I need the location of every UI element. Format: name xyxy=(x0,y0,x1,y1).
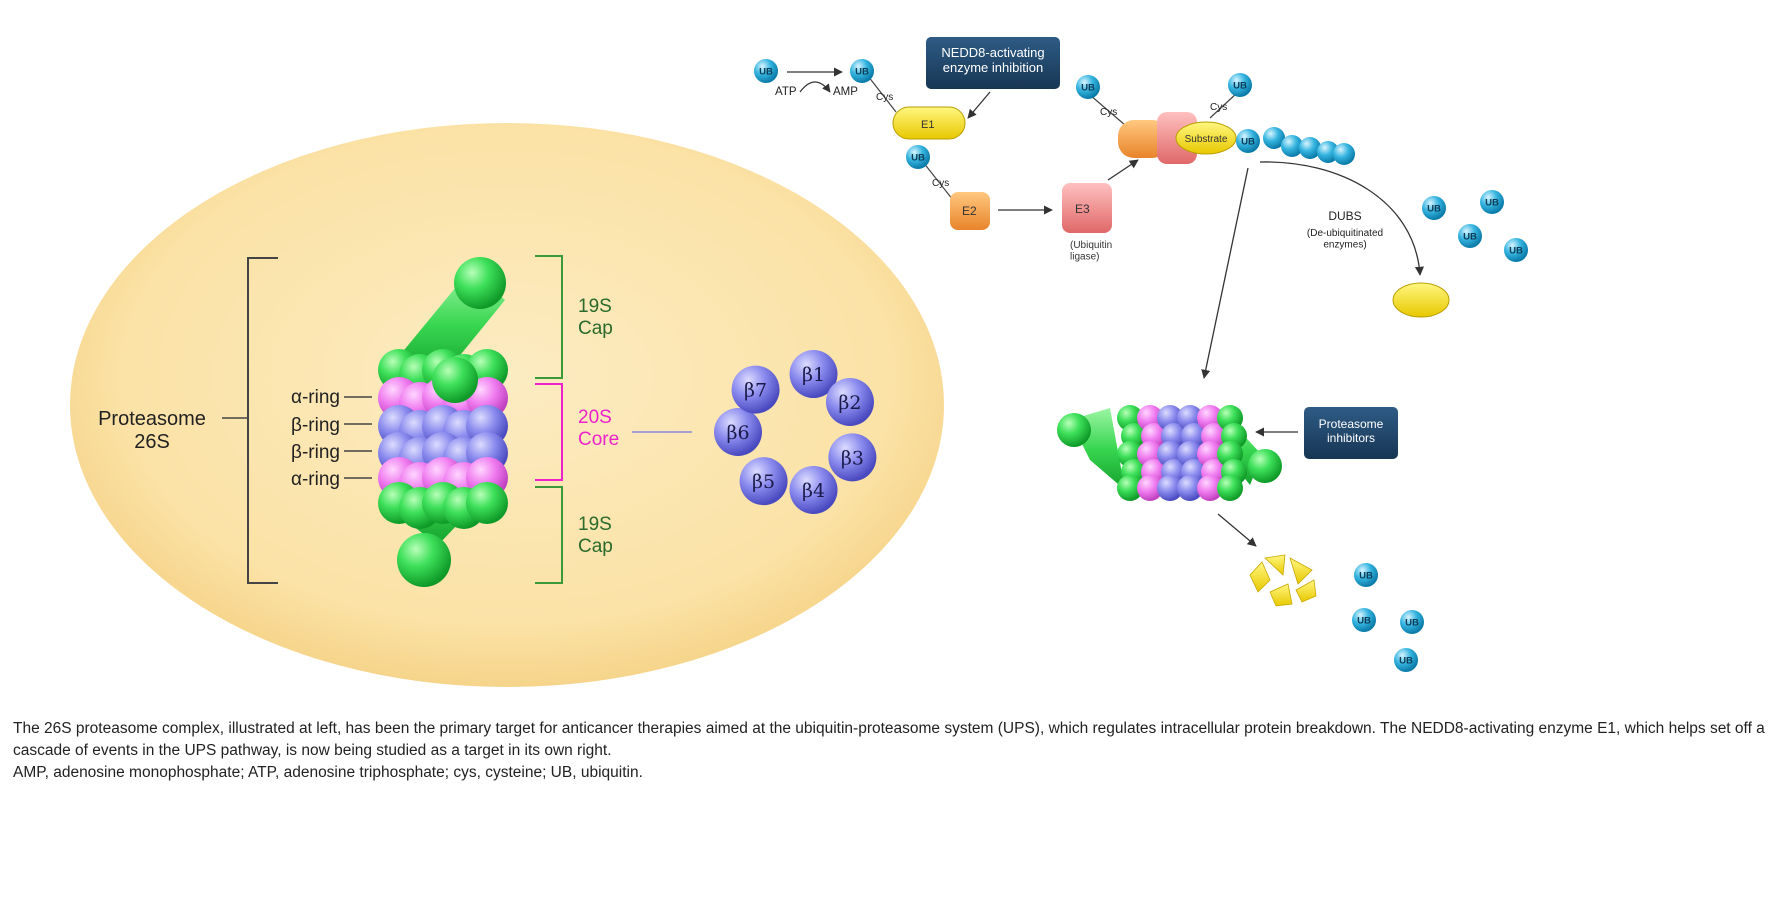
proteasome-horizontal xyxy=(1057,405,1282,501)
ubiquitin-icon: UB xyxy=(1352,608,1376,632)
ubiquitin-icon: UB xyxy=(1394,648,1418,672)
proteasome-subunit xyxy=(1137,475,1163,501)
proteasome-subunit xyxy=(1177,475,1203,501)
svg-text:UB: UB xyxy=(1399,656,1413,667)
beta-subunit-4 xyxy=(789,465,838,514)
beta-subunit-5 xyxy=(739,457,788,506)
released-substrate xyxy=(1392,282,1450,318)
svg-text:UB: UB xyxy=(911,153,925,164)
proteasome-subunit xyxy=(1157,475,1183,501)
ubiquitin-icon: UB xyxy=(850,59,874,83)
ring-labels: α-ring β-ring β-ring α-ring xyxy=(291,387,340,490)
caption-paragraph-1: The 26S proteasome complex, illustrated … xyxy=(13,720,1765,759)
ring-label-beta-2: β-ring xyxy=(291,442,340,463)
beta-subunit-label: β6 xyxy=(726,422,749,444)
svg-text:UB: UB xyxy=(1427,204,1441,215)
alpha-subunit xyxy=(466,482,508,524)
ring-label-beta-1: β-ring xyxy=(291,415,340,436)
proteasome-subunit xyxy=(1217,475,1243,501)
svg-text:UB: UB xyxy=(1081,83,1095,94)
caption-paragraph-2: AMP, adenosine monophosphate; ATP, adeno… xyxy=(13,764,643,781)
svg-text:UB: UB xyxy=(855,67,869,78)
degraded-fragments xyxy=(1249,554,1317,607)
beta-subunit-6 xyxy=(714,408,762,456)
cys-label-e2: Cys xyxy=(932,178,949,189)
svg-text:E1: E1 xyxy=(921,119,934,131)
ubiquitin-icon: UB xyxy=(1228,73,1252,97)
cell-background xyxy=(70,123,944,687)
svg-text:UB: UB xyxy=(759,67,773,78)
cys-label-e1: Cys xyxy=(876,92,893,103)
beta-subunit-1 xyxy=(789,350,838,399)
substrate-complex: Substrate xyxy=(1118,112,1237,164)
beta-subunit-label: β2 xyxy=(838,392,861,414)
core-bracket xyxy=(535,383,563,481)
ubiquitin-icon: UB xyxy=(1504,238,1528,262)
svg-text:UB: UB xyxy=(1359,571,1373,582)
beta-subunit-label: β1 xyxy=(802,364,825,386)
beta-subunit-label: β4 xyxy=(802,480,825,502)
svg-text:UB: UB xyxy=(1509,246,1523,257)
beta-subunit-2 xyxy=(825,378,874,426)
ubiquitin-icon: UB xyxy=(1400,610,1424,634)
proteasome-bracket xyxy=(247,257,278,584)
top-cap-bracket xyxy=(535,255,563,379)
beta-subunit-label: β7 xyxy=(744,380,767,402)
cys-label-e3: Cys xyxy=(1100,107,1117,118)
ubiquitin-chain-bead xyxy=(1333,143,1355,165)
ubiquitin-icon: UB xyxy=(906,145,930,169)
beta-ring-diagram: β1 β2 β3 β4 β5 β6 β7 xyxy=(714,350,877,514)
ring-label-alpha-bottom: α-ring xyxy=(291,469,340,490)
alpha-subunit xyxy=(432,357,478,403)
beta-subunit-label: β5 xyxy=(752,471,775,493)
svg-text:E3: E3 xyxy=(1075,202,1090,216)
ring-label-alpha-top: α-ring xyxy=(291,387,340,408)
e1-enzyme: E1 xyxy=(892,106,966,140)
ubiquitin-icon: UB xyxy=(754,59,778,83)
ubiquitin-chain-bead xyxy=(1299,137,1321,159)
figure-caption: The 26S proteasome complex, illustrated … xyxy=(13,718,1773,784)
svg-text:UB: UB xyxy=(1485,198,1499,209)
ubiquitin-icon: UB xyxy=(1076,75,1100,99)
svg-text:UB: UB xyxy=(1233,81,1247,92)
svg-text:Substrate: Substrate xyxy=(1185,134,1228,145)
cys-label-substrate: Cys xyxy=(1210,102,1227,113)
ubiquitin-icon: UB xyxy=(1480,190,1504,214)
beta-subunit-7 xyxy=(731,365,780,414)
dubs-title: DUBS xyxy=(1328,209,1361,223)
ubiquitin-icon: UB xyxy=(1236,129,1260,153)
ubiquitin-chain-bead xyxy=(1281,135,1303,157)
e3-enzyme: E3 xyxy=(1062,183,1112,233)
ubiquitin-chain-bead xyxy=(1317,141,1339,163)
proteasome-subunit xyxy=(1117,475,1143,501)
e2-enzyme: E2 xyxy=(950,192,990,230)
proteasome-26s-structure xyxy=(378,257,508,587)
svg-text:UB: UB xyxy=(1357,616,1371,627)
svg-text:UB: UB xyxy=(1463,232,1477,243)
proteasome-subunit xyxy=(1197,475,1223,501)
svg-text:E2: E2 xyxy=(962,204,977,218)
ubiquitin-icon: UB xyxy=(1458,224,1482,248)
svg-text:UB: UB xyxy=(1405,618,1419,629)
beta-subunit-label: β3 xyxy=(841,447,864,469)
svg-text:UB: UB xyxy=(1241,137,1255,148)
beta-subunit-3 xyxy=(828,433,877,482)
ubiquitin-icon: UB xyxy=(1422,196,1446,220)
ubiquitin-icon: UB xyxy=(1354,563,1378,587)
ubiquitin-chain-bead xyxy=(1263,127,1285,149)
bottom-cap-bracket xyxy=(535,486,563,584)
atp-label: ATP xyxy=(775,86,797,98)
amp-label: AMP xyxy=(833,86,858,98)
